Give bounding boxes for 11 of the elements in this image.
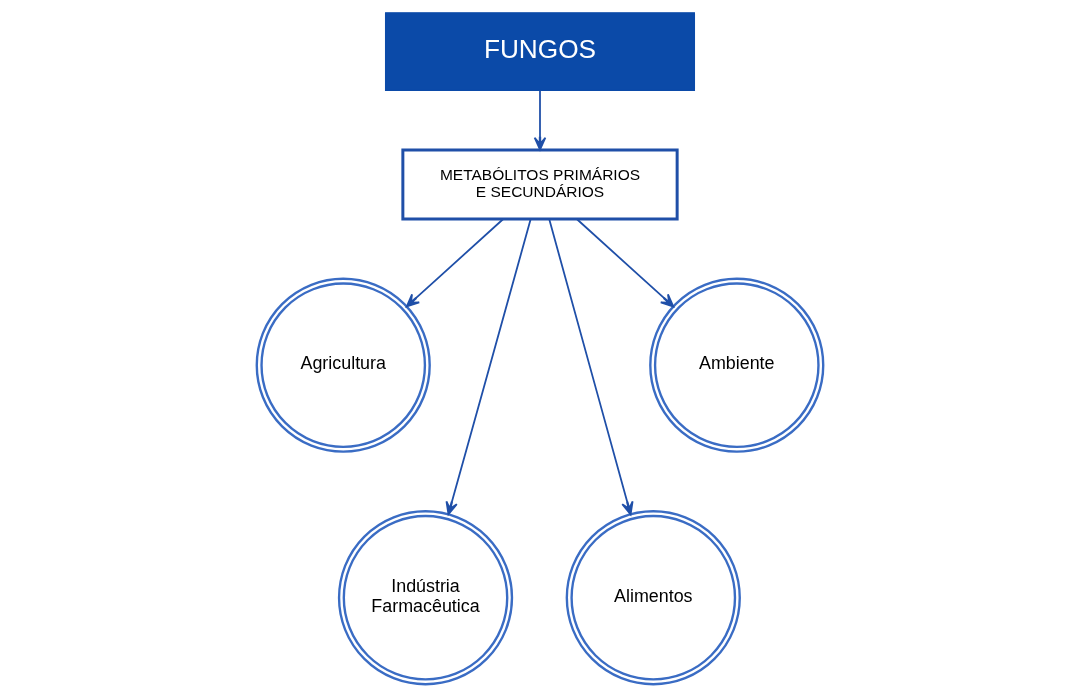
node-circle: Indústria Farmacêutica (337, 510, 514, 686)
node-circle: Alimentos (565, 510, 741, 686)
arrow (533, 89, 547, 151)
node-box: FUNGOS (384, 12, 696, 91)
node-circle: Ambiente (649, 277, 825, 453)
node-circle: Agricultura (255, 277, 431, 453)
node-box: METABÓLITOS PRIMÁRIOS E SECUNDÁRIOS (401, 148, 679, 221)
arrow (576, 218, 675, 308)
arrow (548, 218, 634, 516)
arrow (445, 218, 532, 516)
arrow (405, 218, 504, 308)
